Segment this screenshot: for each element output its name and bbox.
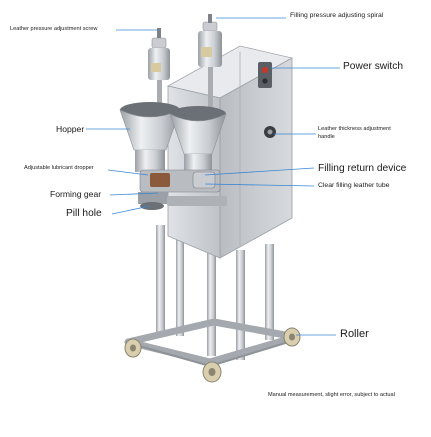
label-leather-pressure-screw: Leather pressure adjustment screw	[10, 26, 98, 32]
label-leather-thickness-handle-line1: Leather thickness adjustment	[318, 126, 391, 132]
label-filling-return-device: Filling return device	[318, 163, 407, 174]
label-roller: Roller	[340, 328, 369, 340]
hoppers	[119, 102, 227, 174]
leader-lines	[86, 17, 340, 336]
footnote-measurement: Manual measurement, slight error, subjec…	[268, 392, 395, 398]
adjustment-screws	[148, 14, 222, 108]
label-adjustable-lubricant-dropper: Adjustable lubricant dropper	[24, 165, 94, 171]
label-forming-gear: Forming gear	[50, 189, 102, 199]
label-power-switch: Power switch	[343, 61, 404, 72]
label-pill-hole: Pill hole	[66, 208, 102, 219]
label-hopper: Hopper	[56, 124, 85, 134]
forming-head	[138, 169, 227, 210]
roller-wheels	[124, 327, 301, 383]
label-filling-pressure-spiral: Filling pressure adjusting spiral	[290, 12, 384, 19]
label-clear-filling-leather-tube: Clear filling leather tube	[318, 182, 390, 189]
label-leather-thickness-handle-line2: handle	[318, 134, 335, 140]
